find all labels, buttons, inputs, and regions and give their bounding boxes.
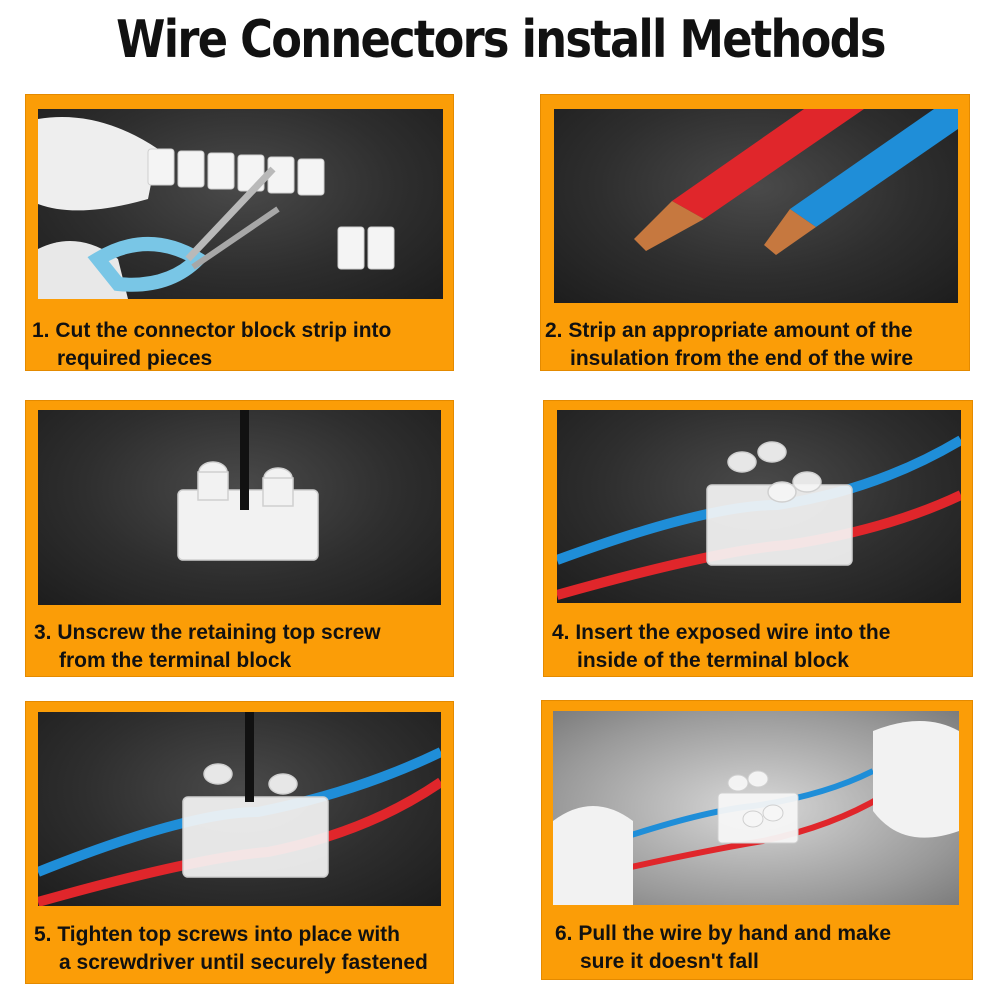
step-4-caption: 4. Insert the exposed wire into the insi…: [552, 619, 890, 675]
step-3-card: 3. Unscrew the retaining top screw from …: [25, 400, 454, 677]
step-1-photo: [38, 109, 443, 299]
step-3-text-line2: from the terminal block: [59, 649, 292, 672]
cutting-connector-strip-illustration: [38, 117, 395, 299]
step-3-photo: [38, 410, 441, 605]
step-6-card: 6. Pull the wire by hand and make sure i…: [541, 700, 973, 980]
page-title: Wire Connectors install Methods: [116, 10, 886, 70]
step-4-text-line1: 4. Insert the exposed wire into the: [552, 621, 891, 644]
step-1-caption: 1. Cut the connector block strip into re…: [32, 317, 391, 373]
step-1-text-line2: required pieces: [57, 347, 213, 370]
step-4-card: 4. Insert the exposed wire into the insi…: [543, 400, 973, 677]
step-3-text-line1: 3. Unscrew the retaining top screw: [34, 621, 381, 644]
inserting-wire-illustration: [557, 435, 961, 600]
step-6-photo: [553, 711, 959, 905]
stripped-wires-illustration: [634, 109, 958, 255]
step-6-text-line1: 6. Pull the wire by hand and make: [555, 922, 892, 945]
step-6-caption: 6. Pull the wire by hand and make sure i…: [555, 920, 891, 976]
step-2-caption: 2. Strip an appropriate amount of the in…: [545, 317, 913, 373]
tightening-screws-illustration: [38, 712, 441, 906]
step-2-text-line1: 2. Strip an appropriate amount of the: [545, 319, 913, 342]
unscrewing-terminal-illustration: [177, 410, 319, 561]
step-5-text-line2: a screwdriver until securely fastened: [59, 951, 428, 974]
pulling-wire-test-illustration: [553, 721, 959, 905]
step-4-text-line2: inside of the terminal block: [577, 649, 849, 672]
step-1-text-line1: 1. Cut the connector block strip into: [32, 319, 392, 342]
step-5-card: 5. Tighten top screws into place with a …: [25, 701, 454, 984]
step-2-text-line2: insulation from the end of the wire: [570, 347, 914, 370]
step-5-photo: [38, 712, 441, 906]
step-4-photo: [557, 410, 961, 603]
step-3-caption: 3. Unscrew the retaining top screw from …: [34, 619, 381, 675]
step-1-card: 1. Cut the connector block strip into re…: [25, 94, 454, 371]
step-2-photo: [554, 109, 958, 303]
step-2-card: 2. Strip an appropriate amount of the in…: [540, 94, 970, 371]
step-6-text-line2: sure it doesn't fall: [580, 950, 759, 973]
step-5-caption: 5. Tighten top screws into place with a …: [34, 921, 428, 977]
step-5-text-line1: 5. Tighten top screws into place with: [34, 923, 401, 946]
